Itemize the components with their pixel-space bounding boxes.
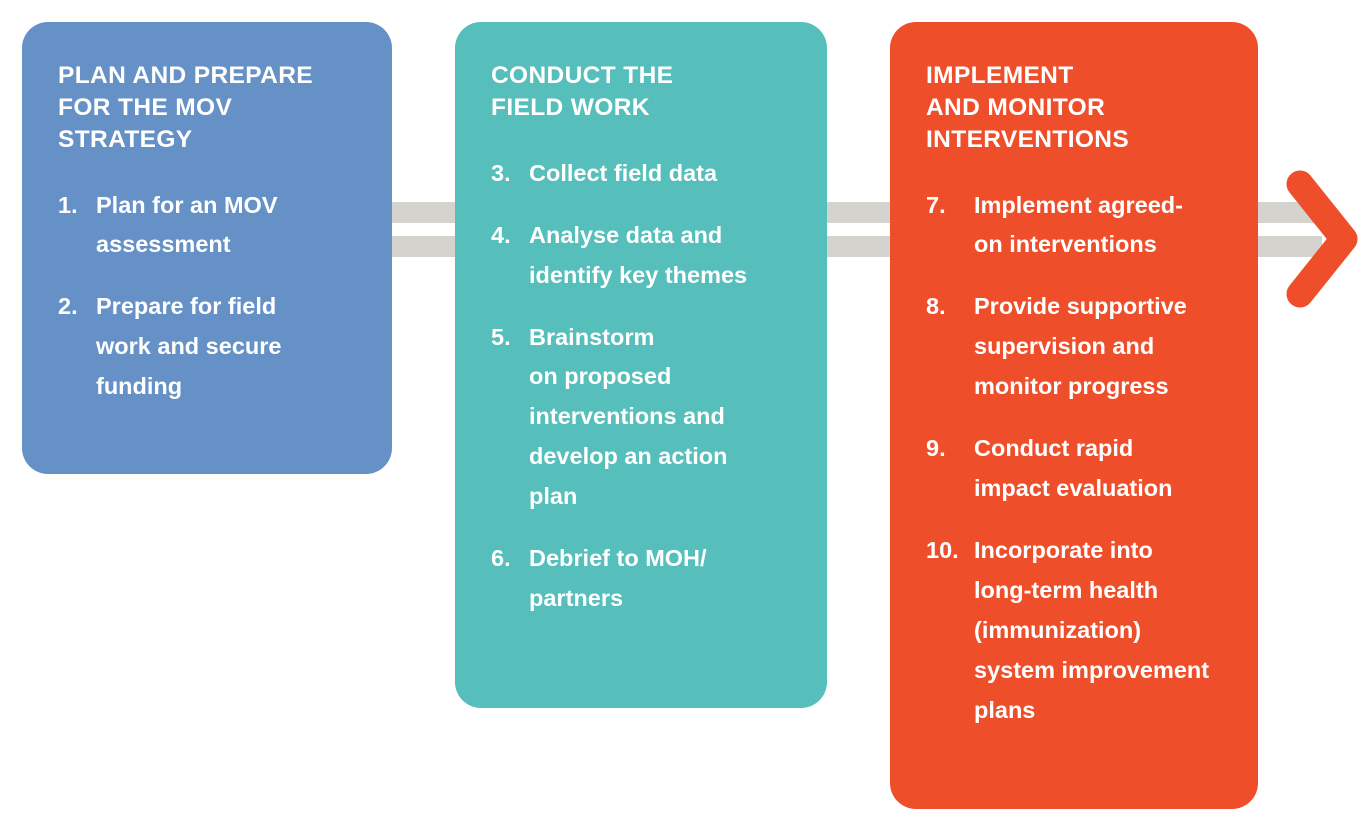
step-number: 4. [491,221,511,248]
step-number: 8. [926,293,946,320]
arrow-right-icon [1286,168,1360,310]
step-number: 10. [926,537,959,564]
step-text: Plan for an MOV assessment [96,191,278,258]
step-item: 7. Implement agreed- on interventions [926,186,1228,266]
step-text: Analyse data and identify key themes [529,221,748,288]
step-text: Brainstorm on proposed interventions and… [529,323,728,510]
connector-bar-top [386,202,462,223]
step-number: 9. [926,435,946,462]
step-number: 2. [58,293,78,320]
step-text: Prepare for field work and secure fundin… [96,293,282,400]
step-number: 3. [491,159,511,186]
step-item: 6. Debrief to MOH/ partners [491,539,797,619]
connector-bar-bottom [386,236,462,257]
step-item: 10. Incorporate into long-term health (i… [926,531,1228,731]
step-number: 7. [926,191,946,218]
connector-bar-top [821,202,897,223]
step-number: 6. [491,545,511,572]
step-item: 3. Collect field data [491,154,797,194]
step-text: Conduct rapid impact evaluation [974,435,1173,502]
stage-card-implement: IMPLEMENT AND MONITOR INTERVENTIONS 7. I… [890,22,1258,809]
stage-card-plan: PLAN AND PREPARE FOR THE MOV STRATEGY 1.… [22,22,392,474]
connector-plan-to-conduct [386,202,462,275]
connector-bar-bottom [821,236,897,257]
step-item: 9. Conduct rapid impact evaluation [926,429,1228,509]
step-item: 5. Brainstorm on proposed interventions … [491,318,797,518]
connector-conduct-to-implement [821,202,897,275]
stage-title-implement: IMPLEMENT AND MONITOR INTERVENTIONS [926,62,1130,153]
step-list-conduct: 3. Collect field data 4. Analyse data an… [491,154,797,619]
stage-card-conduct: CONDUCT THE FIELD WORK 3. Collect field … [455,22,827,708]
step-item: 2. Prepare for field work and secure fun… [58,287,362,407]
step-text: Provide supportive supervision and monit… [974,293,1187,400]
step-item: 1. Plan for an MOV assessment [58,186,362,266]
step-list-implement: 7. Implement agreed- on interventions 8.… [926,186,1228,731]
step-item: 4. Analyse data and identify key themes [491,216,797,296]
step-text: Collect field data [529,159,718,186]
step-number: 1. [58,191,78,218]
stage-title-conduct: CONDUCT THE FIELD WORK [491,62,674,121]
step-text: Implement agreed- on interventions [974,191,1183,258]
step-text: Incorporate into long-term health (immun… [974,537,1210,723]
step-text: Debrief to MOH/ partners [529,545,707,612]
step-item: 8. Provide supportive supervision and mo… [926,287,1228,407]
step-list-plan: 1. Plan for an MOV assessment 2. Prepare… [58,186,362,408]
stage-title-plan: PLAN AND PREPARE FOR THE MOV STRATEGY [58,62,313,153]
step-number: 5. [491,323,511,350]
connector-bar-bottom [1252,236,1322,257]
